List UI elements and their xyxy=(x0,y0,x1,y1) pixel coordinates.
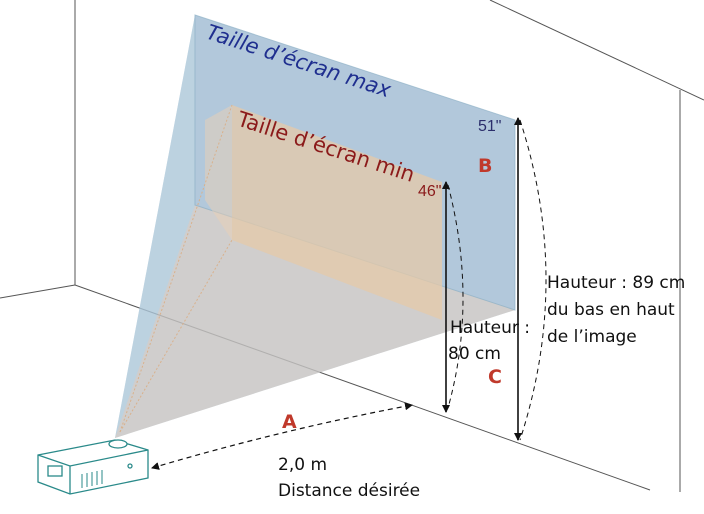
max-height-line2: du bas en haut xyxy=(547,300,675,320)
distance-caption: Distance désirée xyxy=(278,481,420,501)
min-height-brace xyxy=(447,184,464,409)
max-size-label: 51" xyxy=(478,118,501,135)
min-height-line2: 80 cm xyxy=(448,344,501,364)
max-height-line1: Hauteur : 89 cm xyxy=(547,273,685,293)
min-size-label: 46" xyxy=(418,183,441,200)
marker-b: B xyxy=(478,155,492,177)
marker-a: A xyxy=(282,411,297,433)
min-screen xyxy=(119,104,442,433)
max-height-brace xyxy=(519,119,547,441)
distance-value: 2,0 m xyxy=(278,455,327,475)
max-height-line3: de l’image xyxy=(547,327,637,347)
marker-c: C xyxy=(488,366,502,388)
projector-icon xyxy=(37,439,149,495)
min-height-line1: Hauteur : xyxy=(450,318,530,338)
